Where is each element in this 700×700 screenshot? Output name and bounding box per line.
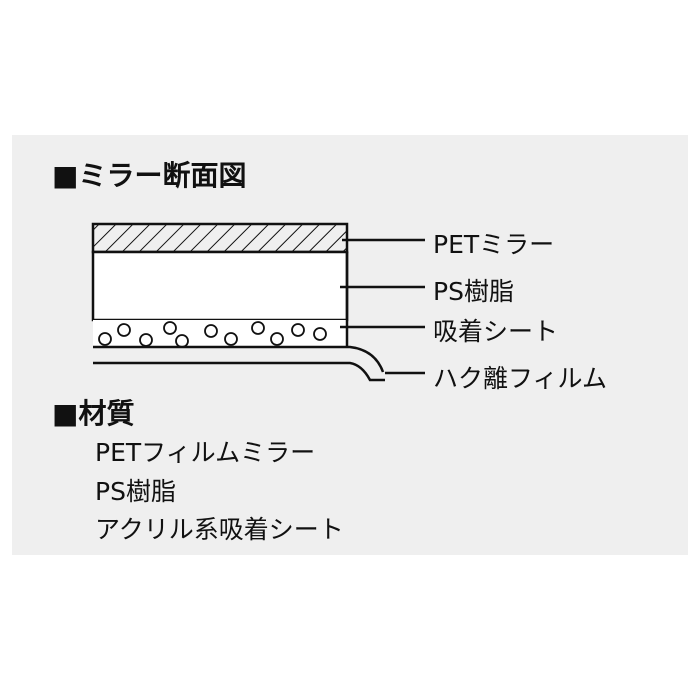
adhesive-layer xyxy=(93,320,347,347)
material-title: ■材質 xyxy=(52,397,135,430)
adhesive-bubbles xyxy=(98,321,327,348)
pet-mirror-layer xyxy=(91,222,349,254)
label-adhesive-sheet: 吸着シート xyxy=(433,317,559,346)
cross-section-title: ■ミラー断面図 xyxy=(52,159,247,192)
ps-resin-layer xyxy=(91,250,349,322)
material-item: PS樹脂 xyxy=(95,477,176,506)
release-film xyxy=(93,345,385,382)
material-item: アクリル系吸着シート xyxy=(95,515,344,544)
label-pet-mirror: PETミラー xyxy=(433,230,555,259)
label-ps-resin: PS樹脂 xyxy=(433,277,514,306)
material-item: PETフィルムミラー xyxy=(95,438,316,467)
label-release-film: ハク離フィルム xyxy=(433,364,608,393)
leader-lines xyxy=(340,238,425,375)
